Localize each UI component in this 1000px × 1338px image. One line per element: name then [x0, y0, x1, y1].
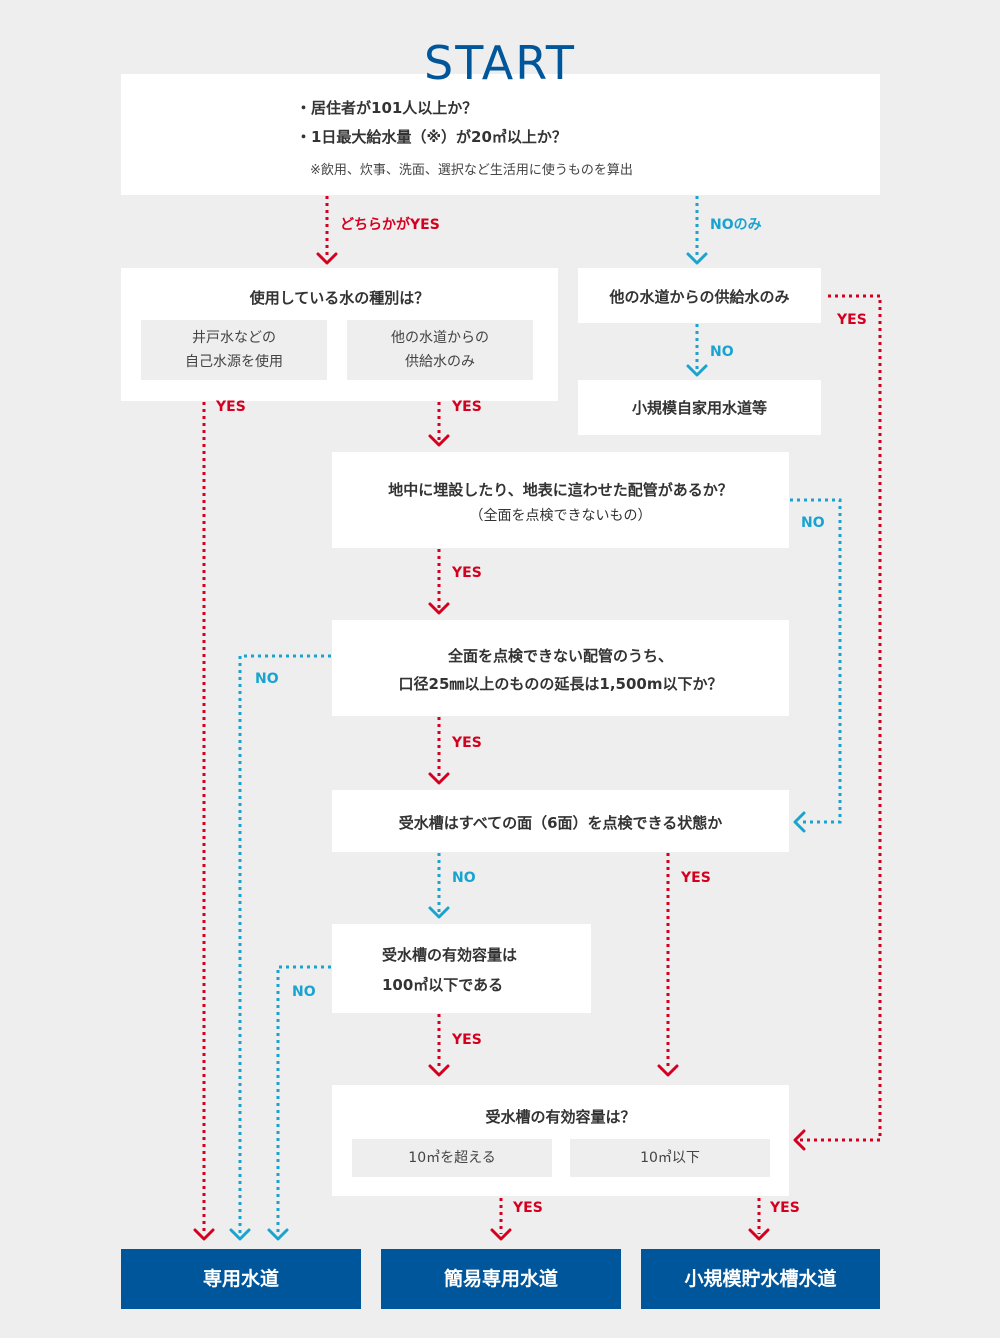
start-question-box: [121, 74, 880, 195]
other-supply-question-box: [578, 268, 821, 323]
water-type-option-supply: 他の水道からの 供給水のみ: [347, 320, 533, 380]
arrowhead: [793, 1129, 806, 1151]
tank-inspect-question-box: [332, 790, 789, 852]
arrowhead: [686, 252, 708, 265]
result-dedicated-water: 専用水道: [121, 1249, 361, 1309]
small-private-title: 小規模自家用水道等: [631, 399, 767, 417]
arrow-pipe-no: [238, 654, 331, 1234]
label-other-supply-yes: YES: [837, 312, 867, 328]
arrowhead: [267, 1228, 289, 1241]
arrowhead: [428, 602, 450, 615]
q1-residents: ・居住者が101人以上か？: [296, 99, 478, 117]
result-simple-dedicated-water: 簡易専用水道: [381, 1249, 621, 1309]
arrowhead: [193, 1228, 215, 1241]
buried-line2: （全面を点検できないもの）: [469, 508, 652, 524]
arrowhead: [316, 252, 338, 265]
pipe-length-line2: 口径25㎜以上のものの延長は1,500m以下か？: [398, 675, 723, 693]
label-inspect-yes: YES: [681, 870, 711, 886]
arrowhead: [793, 811, 806, 833]
label-inspect-no: NO: [452, 870, 476, 886]
arrowhead: [657, 1064, 679, 1077]
arrowhead: [490, 1228, 512, 1241]
arrowhead: [686, 364, 708, 377]
label-supply-yes: YES: [452, 399, 482, 415]
tank-100-question-box: [332, 924, 591, 1013]
small-private-box: [578, 380, 821, 435]
start-title: START: [424, 36, 576, 90]
result-small-tank-water: 小規模貯水槽水道: [641, 1249, 880, 1309]
tank-10-title: 受水槽の有効容量は？: [485, 1108, 636, 1126]
other-supply-title: 他の水道からの供給水のみ: [609, 288, 790, 306]
pipe-length-line1: 全面を点検できない配管のうち、: [447, 647, 673, 665]
label-tank100-no: NO: [292, 984, 316, 1000]
arrow-buried-no: [790, 498, 842, 824]
tank-10-option-over: 10㎥を超える: [352, 1139, 552, 1177]
option-well-line1: 井戸水などの: [192, 330, 276, 346]
label-pipe-no: NO: [255, 671, 279, 687]
option-supply-line1: 他の水道からの: [391, 330, 489, 346]
option-well-line2: 自己水源を使用: [185, 354, 283, 370]
arrowhead: [229, 1228, 251, 1241]
arrowhead: [428, 906, 450, 919]
option-supply-line2: 供給水のみ: [405, 354, 475, 370]
buried-pipe-question-box: [332, 452, 789, 548]
label-under10-yes: YES: [770, 1200, 800, 1216]
q1-note: ※飲用、炊事、洗面、選択など生活用に使うものを算出: [310, 163, 633, 178]
label-buried-no: NO: [801, 515, 825, 531]
arrowhead: [428, 772, 450, 785]
arrow-tank100-no: [276, 965, 331, 1234]
tank-10-option-under: 10㎥以下: [570, 1139, 770, 1177]
label-no-only: NOのみ: [710, 217, 762, 233]
label-pipe-yes: YES: [452, 735, 482, 751]
label-over10-yes: YES: [513, 1200, 543, 1216]
water-type-option-well: 井戸水などの 自己水源を使用: [141, 320, 327, 380]
arrowhead: [428, 1064, 450, 1077]
pipe-length-question-box: [332, 620, 789, 716]
label-tank100-yes: YES: [452, 1032, 482, 1048]
arrowhead: [428, 434, 450, 447]
tank-inspect-title: 受水槽はすべての面（6面）を点検できる状態か: [398, 814, 723, 832]
tank-100-line2: 100㎥以下である: [382, 976, 504, 994]
buried-line1: 地中に埋設したり、地表に這わせた配管があるか？: [388, 481, 733, 499]
q1-water-volume: ・1日最大給水量（※）が20㎥以上か？: [296, 128, 567, 146]
label-buried-yes: YES: [452, 565, 482, 581]
label-other-supply-no: NO: [710, 344, 734, 360]
label-either-yes: どちらかがYES: [340, 217, 440, 233]
label-well-yes: YES: [216, 399, 246, 415]
arrowhead: [748, 1228, 770, 1241]
water-type-title: 使用している水の種別は？: [249, 289, 430, 307]
tank-100-line1: 受水槽の有効容量は: [382, 946, 518, 964]
